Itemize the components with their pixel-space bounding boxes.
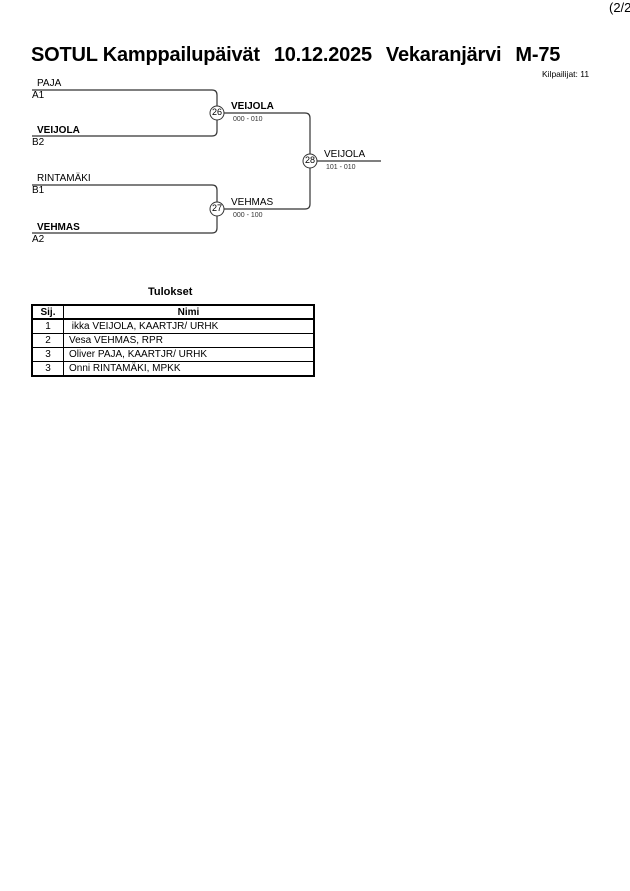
match-circle-26 xyxy=(209,105,225,121)
column-header-rank: Sij. xyxy=(32,305,64,320)
table-row: 1 ikka VEIJOLA, KAARTJR/ URHK xyxy=(32,318,314,334)
match-circle-27 xyxy=(209,201,225,217)
bracket-lines xyxy=(32,89,381,234)
rank-cell: 3 xyxy=(32,347,64,362)
rank-cell: 1 xyxy=(32,318,64,334)
title-date: 10.12.2025 xyxy=(273,44,372,66)
results-table: Sij. Nimi 1 ikka VEIJOLA, KAARTJR/ URHK … xyxy=(31,304,315,377)
page-title: SOTUL Kamppailupäivät 10.12.2025 Vekaranjä… xyxy=(31,44,560,67)
competitor-name: RINTAMÄKI xyxy=(37,173,91,184)
seed-label: B1 xyxy=(32,185,45,196)
table-row: 2 Vesa VEHMAS, RPR xyxy=(32,333,314,348)
match-winner: VEHMAS xyxy=(231,197,274,208)
match-number: 27 xyxy=(211,203,222,213)
seed-label: A2 xyxy=(32,234,45,245)
column-header-name: Nimi xyxy=(63,305,314,320)
final-winner: VEIJOLA xyxy=(324,149,366,160)
competitor-name: VEIJOLA xyxy=(37,125,80,136)
match-score: 000 - 010 xyxy=(233,116,263,123)
seed-label: B2 xyxy=(32,137,45,148)
name-cell: ikka VEIJOLA, KAARTJR/ URHK xyxy=(63,318,314,334)
competitor-count: Kilpailijat: 11 xyxy=(542,69,590,79)
match-number: 26 xyxy=(211,107,222,117)
match-score: 000 - 100 xyxy=(233,212,263,219)
table-row: 3 Oliver PAJA, KAARTJR/ URHK xyxy=(32,347,314,362)
name-cell: Oliver PAJA, KAARTJR/ URHK xyxy=(63,347,314,362)
seed-label: A1 xyxy=(32,90,45,101)
rank-cell: 2 xyxy=(32,333,64,348)
competitor-name: PAJA xyxy=(37,78,62,89)
page-indicator: (2/2 xyxy=(609,0,630,15)
rank-cell: 3 xyxy=(32,361,64,376)
name-cell: Vesa VEHMAS, RPR xyxy=(63,333,314,348)
results-header-row: Sij. Nimi xyxy=(32,305,314,320)
title-category: M-75 xyxy=(515,44,561,66)
competitor-name: VEHMAS xyxy=(37,222,80,233)
match-winner: VEIJOLA xyxy=(231,101,274,112)
table-row: 3 Onni RINTAMÄKI, MPKK xyxy=(32,361,314,376)
final-score: 101 - 010 xyxy=(326,164,356,171)
name-cell: Onni RINTAMÄKI, MPKK xyxy=(63,361,314,376)
match-circle-28 xyxy=(302,153,318,169)
title-event: SOTUL Kamppailupäivät xyxy=(31,44,260,66)
match-number: 28 xyxy=(304,155,315,165)
results-title: Tulokset xyxy=(148,286,193,298)
title-location: Vekaranjärvi xyxy=(385,44,502,66)
